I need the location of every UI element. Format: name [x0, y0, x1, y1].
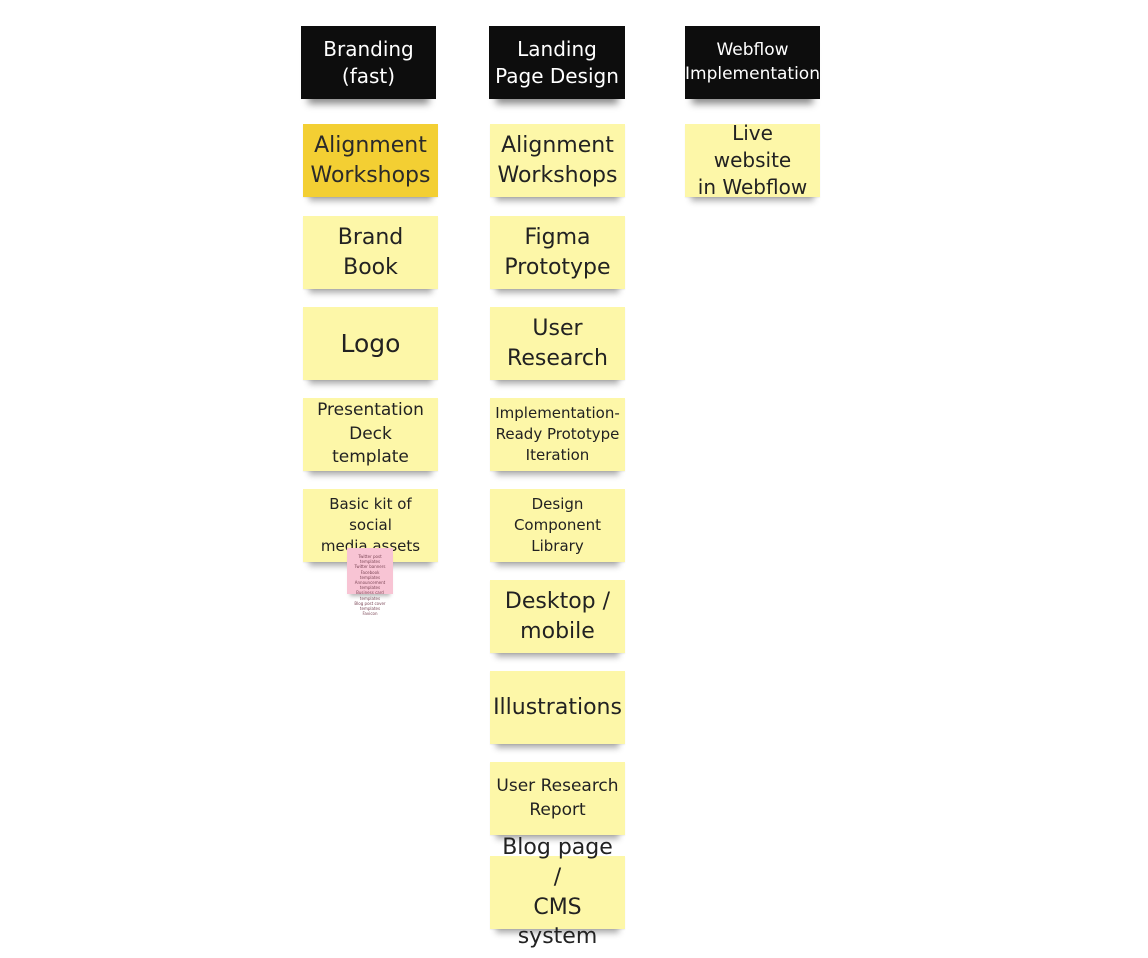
sticky-note-blog-page-cms[interactable]: Blog page / CMS system	[490, 835, 625, 949]
column-header-webflow-implementation[interactable]: Webflow Implementation	[685, 26, 820, 99]
sticky-note-alignment-workshops-landing[interactable]: Alignment Workshops	[490, 124, 625, 197]
column-header-landing-page-design[interactable]: Landing Page Design	[489, 26, 625, 99]
sticky-note-desktop-mobile[interactable]: Desktop / mobile	[490, 580, 625, 653]
sticky-note-user-research[interactable]: User Research	[490, 307, 625, 380]
sticky-note-illustrations[interactable]: Illustrations	[490, 671, 625, 744]
sticky-note-design-component-library[interactable]: Design Component Library	[490, 489, 625, 562]
sticky-note-figma-prototype[interactable]: Figma Prototype	[490, 216, 625, 289]
column-header-branding[interactable]: Branding (fast)	[301, 26, 436, 99]
sticky-note-brand-book[interactable]: Brand Book	[303, 216, 438, 289]
sticky-note-live-website-webflow[interactable]: Live website in Webflow	[685, 121, 820, 199]
sticky-note-social-assets-details[interactable]: Twitter post templates Twitter banners F…	[347, 548, 393, 616]
sticky-note-logo[interactable]: Logo	[303, 307, 438, 380]
sticky-note-implementation-ready-prototype[interactable]: Implementation- Ready Prototype Iteratio…	[490, 398, 625, 471]
sticky-note-presentation-deck-template[interactable]: Presentation Deck template	[303, 398, 438, 471]
sticky-note-alignment-workshops-branding[interactable]: Alignment Workshops	[303, 124, 438, 197]
sticky-note-user-research-report[interactable]: User Research Report	[490, 762, 625, 835]
